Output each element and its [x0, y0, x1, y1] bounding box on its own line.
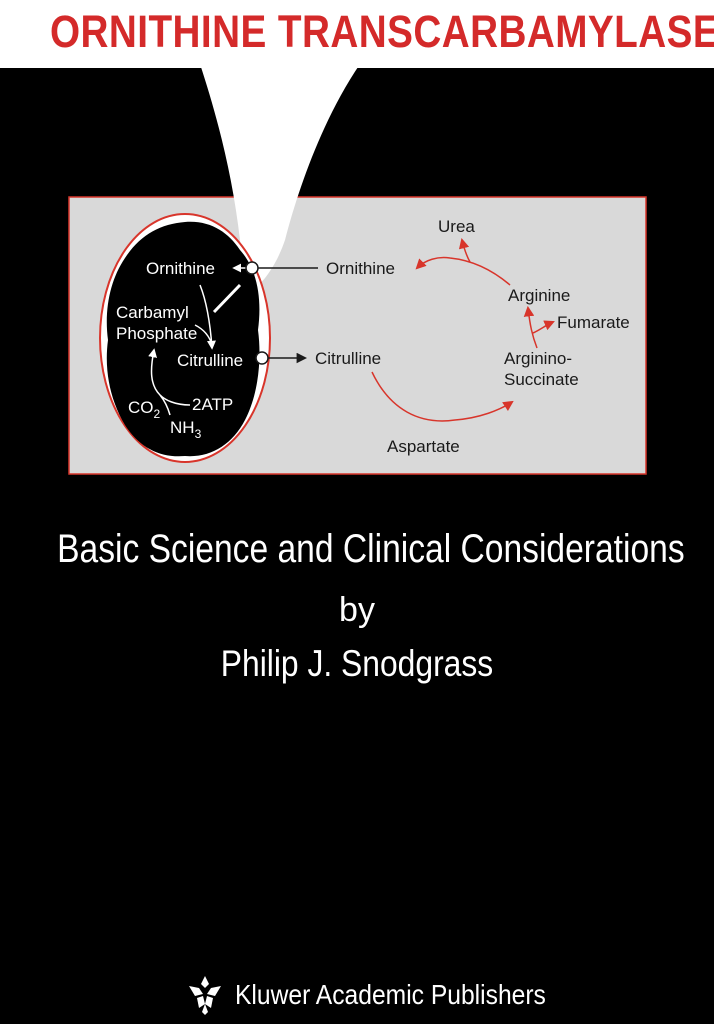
label-aspartate: Aspartate — [387, 437, 460, 456]
arrow-to-fumarate — [532, 320, 555, 334]
ornithine-transporter — [245, 261, 259, 275]
label-phosphate: Phosphate — [116, 324, 197, 343]
citrulline-transporter — [255, 351, 269, 365]
publisher: Kluwer Academic Publishers — [185, 972, 588, 1018]
label-mito-citrulline: Citrulline — [177, 351, 243, 370]
arrow-nh3-join — [159, 394, 171, 416]
label-fumarate: Fumarate — [557, 313, 630, 332]
label-co2: CO2 — [128, 398, 161, 421]
arrow-to-urea — [458, 237, 471, 263]
label-mito-ornithine: Ornithine — [146, 259, 215, 278]
label-argininosuccinate-1: Arginino- — [504, 349, 572, 368]
bubble-pointer — [212, 283, 242, 314]
label-carbamyl: Carbamyl — [116, 303, 189, 322]
speech-bubble-tail — [200, 64, 360, 312]
book-title: ORNITHINE TRANSCARBAMYLASE — [49, 6, 714, 57]
arrow-arginine-to-ornithine — [415, 256, 511, 286]
label-citrulline: Citrulline — [315, 349, 381, 368]
publisher-name: Kluwer Academic Publishers — [235, 979, 546, 1010]
arrow-citrulline-to-argininosuccinate — [371, 371, 514, 422]
arrow-argininosuccinate-to-arginine — [523, 305, 538, 349]
label-urea: Urea — [438, 217, 475, 236]
label-nh3: NH3 — [170, 418, 202, 441]
label-ornithine: Ornithine — [326, 259, 395, 278]
title-banner: ORNITHINE TRANSCARBAMYLASE — [0, 0, 714, 68]
byline-by: by — [339, 591, 375, 629]
mitochondrion-matrix — [106, 221, 260, 457]
arrow-co2-to-carbamyl — [148, 348, 161, 396]
label-2atp: 2ATP — [192, 395, 233, 414]
label-argininosuccinate-2: Succinate — [504, 370, 579, 389]
book-subtitle: Basic Science and Clinical Consideration… — [57, 527, 685, 571]
kluwer-logo-icon — [189, 976, 221, 1015]
label-arginine: Arginine — [508, 286, 570, 305]
arrow-ornithine-to-citrulline — [199, 284, 216, 350]
arrow-carbamyl-join — [194, 324, 213, 346]
author-name: Philip J. Snodgrass — [220, 643, 494, 684]
